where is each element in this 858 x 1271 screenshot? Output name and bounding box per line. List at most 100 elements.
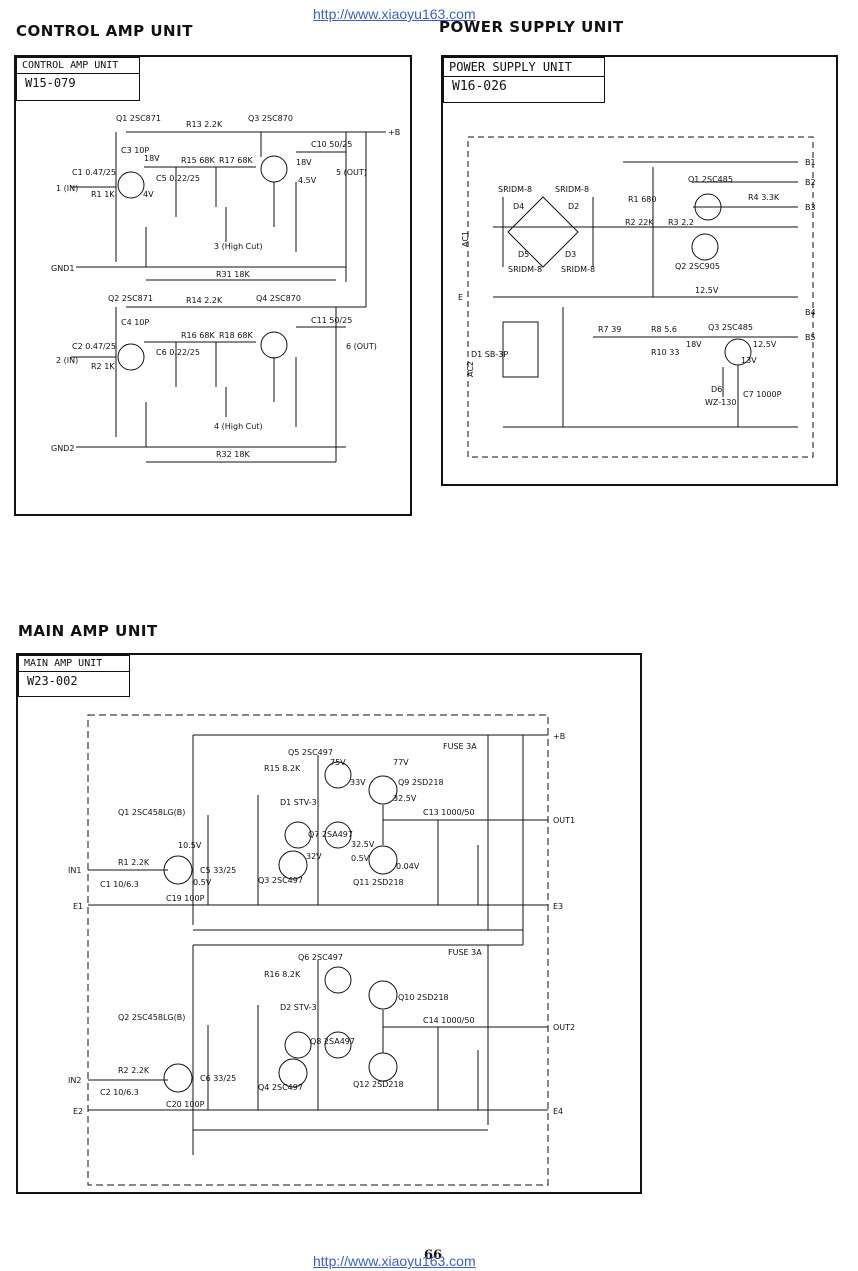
ma-plusb: +B [553,732,565,741]
ps-r8: R8 5.6 [651,325,677,334]
ps-v125b: 12.5V [753,340,777,349]
ma-q9: Q9 2SD218 [398,778,444,787]
c1-hc-label: 3 (High Cut) [214,242,263,251]
c1-q3-label: Q3 2SC870 [248,114,293,123]
c1-v18b-label: 18V [296,158,312,167]
footer-url[interactable]: http://www.xiaoyu163.com [313,1253,476,1269]
control-amp-section-title: CONTROL AMP UNIT [16,22,193,40]
c1-c1-label: C1 0.47/25 [72,168,116,177]
c1-r15-label: R15 68K [181,156,215,165]
power-unit-name: POWER SUPPLY UNIT [444,58,604,77]
c1-r13-label: R13 2.2K [186,120,223,129]
control-unit-code: W15-079 [25,76,76,90]
ma-fuse1: FUSE 3A [443,742,477,751]
ma-e1: E1 [73,902,83,911]
ma-c14: C14 1000/50 [423,1016,475,1025]
ma-r15: R15 8.2K [264,764,301,773]
ma-in2: IN2 [68,1076,81,1085]
ma-c1: C1 10/6.3 [100,880,139,889]
c2-r14-label: R14 2.2K [186,296,223,305]
ps-sridm-tr: SRIDM-8 [555,185,589,194]
ps-d2: D2 [568,202,579,211]
ma-r2: R2 2.2K [118,1066,150,1075]
ps-b4: B4 [805,308,816,317]
ma-c6: C6 33/25 [200,1074,236,1083]
ma-c19: C19 100P [166,894,205,903]
c2-q4-label: Q4 2SC870 [256,294,301,303]
c2-r16-label: R16 68K [181,331,215,340]
ps-r4: R4 3.3K [748,193,780,202]
c2-q2-label: Q2 2SC871 [108,294,153,303]
ma-v325b: 32.5V [351,840,375,849]
ma-q12: Q12 2SD218 [353,1080,404,1089]
c1-gnd-label: GND1 [51,264,74,273]
ma-q6: Q6 2SC497 [298,953,343,962]
c2-c11-label: C11 50/25 [311,316,352,325]
ma-v05b: 0.5V [193,878,212,887]
ma-v05a: 0.5V [351,854,370,863]
c2-c4-label: C4 10P [121,318,149,327]
ps-r1: R1 680 [628,195,656,204]
header-url[interactable]: http://www.xiaoyu163.com [313,6,476,22]
ma-v105: 10.5V [178,841,202,850]
ps-v125: 12.5V [695,286,719,295]
main-unit-name: MAIN AMP UNIT [19,656,129,672]
ma-q11: Q11 2SD218 [353,878,404,887]
main-amp-schematic: +B FUSE 3A FUSE 3A OUT1 OUT2 IN1 IN2 E1 … [68,714,575,1186]
ma-v75: 75V [330,758,346,767]
ps-q3: Q3 2SC485 [708,323,753,332]
c2-out-label: 6 (OUT) [346,342,377,351]
ma-out1: OUT1 [553,816,575,825]
ma-q7: Q7 2SA497 [308,830,353,839]
ps-d5: D5 [518,250,529,259]
main-amp-frame: MAIN AMP UNIT W23-002 [16,653,642,1194]
ps-d1: D1 SB-3P [471,350,508,359]
ma-q10: Q10 2SD218 [398,993,449,1002]
ma-v32: 32V [306,852,322,861]
c2-r18-label: R18 68K [219,331,253,340]
ma-c13: C13 1000/50 [423,808,475,817]
c1-out-label: 5 (OUT) [336,168,367,177]
c1-in-label: 1 (IN) [56,184,78,193]
ma-q1: Q1 2SC458LG(B) [118,808,185,817]
ps-d3: D3 [565,250,576,259]
ps-sridm-bl: SRIDM-8 [508,265,542,274]
c1-v18-label: 18V [144,154,160,163]
power-supply-schematic: B1 B2 B3 B4 B5 AC1 AC2 E SRIDM-8 SRIDM-8… [458,136,816,458]
ps-r10: R10 33 [651,348,679,357]
ma-q5: Q5 2SC497 [288,748,333,757]
ma-v33: 33V [350,778,366,787]
c1-q1-label: Q1 2SC871 [116,114,161,123]
ps-d6: D6 [711,385,722,394]
ps-b3: B3 [805,203,816,212]
ma-q3: Q3 2SC497 [258,876,303,885]
control-amp-frame: CONTROL AMP UNIT W15-079 [14,55,412,516]
c2-c2-label: C2 0.47/25 [72,342,116,351]
ps-b5: B5 [805,333,816,342]
power-unit-code: W16-026 [452,79,507,94]
ps-c7: C7 1000P [743,390,782,399]
ma-c5: C5 33/25 [200,866,236,875]
ps-r2: R2 22K [625,218,654,227]
ps-d4: D4 [513,202,524,211]
c1-plusb-label: +B [388,128,400,137]
main-amp-section-title: MAIN AMP UNIT [18,622,158,640]
page-number: 66 [424,1248,443,1263]
control-unit-label-box: CONTROL AMP UNIT W15-079 [16,57,140,101]
ma-q4: Q4 2SC497 [258,1083,303,1092]
ps-ac2: AC2 [466,361,475,377]
main-unit-code: W23-002 [27,674,78,688]
c1-r17-label: R17 68K [219,156,253,165]
c2-r2-label: R2 1K [91,362,115,371]
ma-in1: IN1 [68,866,81,875]
ps-r7: R7 39 [598,325,621,334]
ma-v004: 0.04V [396,862,420,871]
ma-r1: R1 2.2K [118,858,150,867]
ma-e3: E3 [553,902,563,911]
ma-q8: Q8 2SA497 [310,1037,355,1046]
c1-c10-label: C10 50/25 [311,140,352,149]
main-unit-label-box: MAIN AMP UNIT W23-002 [18,655,130,697]
ps-wz: WZ-130 [705,398,736,407]
ps-e: E [458,293,463,302]
c2-gnd-label: GND2 [51,444,74,453]
